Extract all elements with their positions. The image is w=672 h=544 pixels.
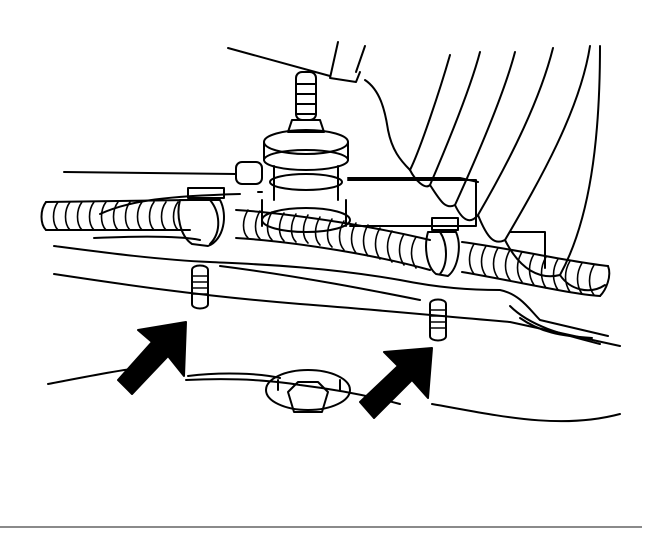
line-clip-right <box>425 217 460 277</box>
frame-edge-line <box>227 47 331 77</box>
line-clip-left <box>177 187 225 247</box>
arrow-left-callout <box>117 321 187 395</box>
threaded-stud <box>287 71 325 133</box>
retaining-stud-left <box>191 264 209 310</box>
hex-nut <box>265 369 351 413</box>
arrow-right-callout <box>359 347 433 419</box>
tie-rod-end <box>261 129 351 233</box>
retaining-stud-right <box>429 298 447 342</box>
corrugated-line <box>40 199 611 297</box>
bottom-divider <box>0 526 642 528</box>
